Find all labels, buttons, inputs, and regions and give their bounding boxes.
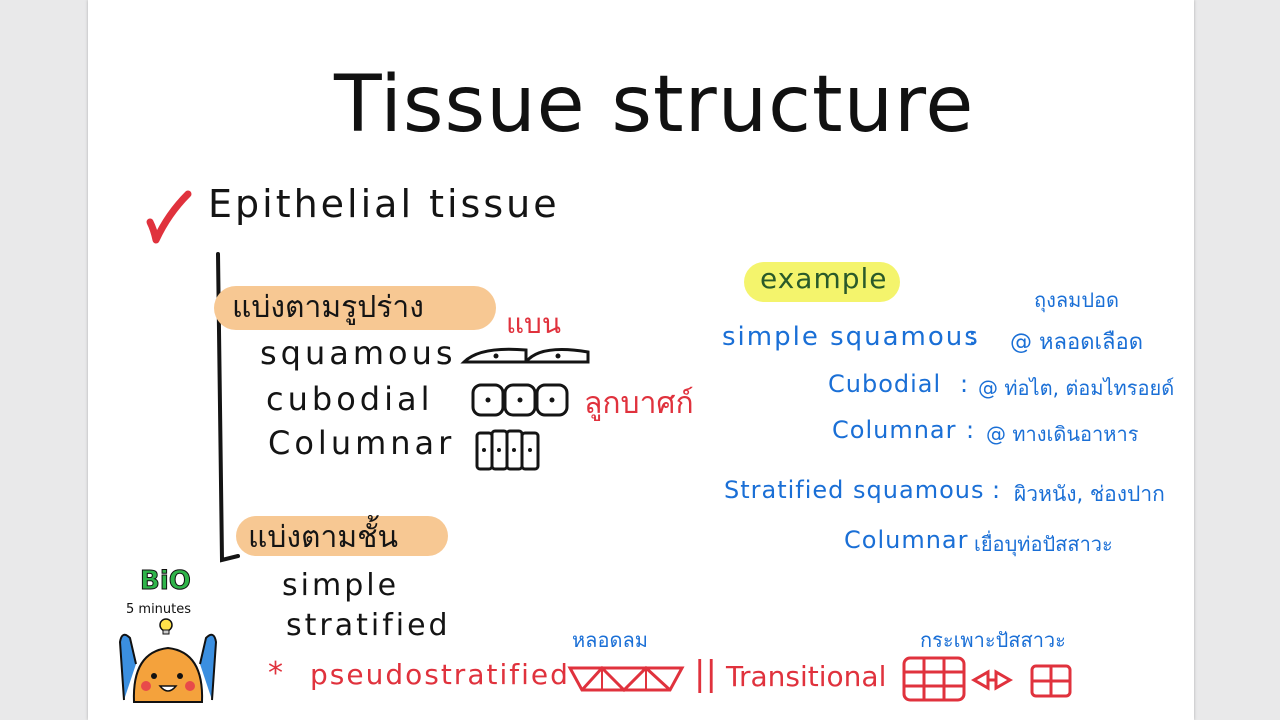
logo-title: BiO <box>140 566 192 597</box>
pseudo-star: * <box>268 656 283 691</box>
mascot-face-icon <box>118 633 218 703</box>
example-row3-sep: : <box>966 416 975 444</box>
example-row1-sep: : <box>968 322 977 352</box>
note-dice: ลูกบาศก์ <box>584 386 694 421</box>
pseudostratified-cells-icon <box>567 665 685 693</box>
example-row2-name: Cubodial <box>828 370 942 398</box>
shape-item-cubodial: cubodial <box>266 380 434 418</box>
pseudo-label: pseudostratified <box>310 658 570 691</box>
example-row4-sep: : <box>992 476 1001 504</box>
transitional-cells-icon <box>902 656 1072 702</box>
by-shape-label: แบ่งตามรูปร่าง <box>232 290 424 325</box>
highlight-by-shape <box>214 286 496 330</box>
highlight-example <box>744 262 900 302</box>
example-row3-value: @ ทางเดินอาหาร <box>986 422 1139 446</box>
bracket-line <box>216 252 240 563</box>
example-row4-value: ผิวหนัง, ช่องปาก <box>1014 482 1165 506</box>
transitional-note: กระเพาะปัสสาวะ <box>920 628 1066 652</box>
layer-item-simple: simple <box>282 568 400 603</box>
example-row3-name: Columnar <box>832 416 957 444</box>
example-row1-value: @ หลอดเลือด <box>1010 330 1143 355</box>
pseudo-separator: || <box>694 654 717 694</box>
note-flat: แบน <box>506 307 561 340</box>
section-heading: Epithelial tissue <box>208 182 560 226</box>
squamous-cells-icon <box>460 347 590 364</box>
layer-item-stratified: stratified <box>286 608 451 643</box>
example-row1-name: simple squamous <box>722 322 980 352</box>
highlight-by-layer <box>236 516 448 556</box>
by-layer-label: แบ่งตามชั้น <box>248 520 398 555</box>
logo-mascot: BiO 5 minutes <box>112 566 224 706</box>
shape-item-squamous: squamous <box>260 334 457 372</box>
example-label: example <box>760 262 888 295</box>
whiteboard-page: Tissue structure Epithelial tissue แบ่งต… <box>88 0 1194 720</box>
example-row2-sep: : <box>960 370 969 398</box>
cuboidal-cells-icon <box>471 383 569 417</box>
transitional-label: Transitional <box>726 660 887 693</box>
logo-subtitle: 5 minutes <box>126 602 192 617</box>
example-row5-name: Columnar <box>844 526 969 554</box>
check-mark-icon <box>146 190 192 244</box>
example-row2-value: @ ท่อไต, ต่อมไทรอยด์ <box>978 376 1175 400</box>
shape-item-columnar: Columnar <box>268 424 456 462</box>
example-row4-name: Stratified squamous <box>724 476 985 504</box>
example-row5-value: เยื่อบุท่อปัสสาวะ <box>974 532 1113 556</box>
slide-title: Tissue structure <box>334 60 975 150</box>
columnar-cells-icon <box>475 429 540 471</box>
lightbulb-icon <box>159 618 173 635</box>
example-top-note: ถุงลมปอด <box>1034 288 1120 312</box>
pseudo-note: หลอดลม <box>572 628 648 652</box>
